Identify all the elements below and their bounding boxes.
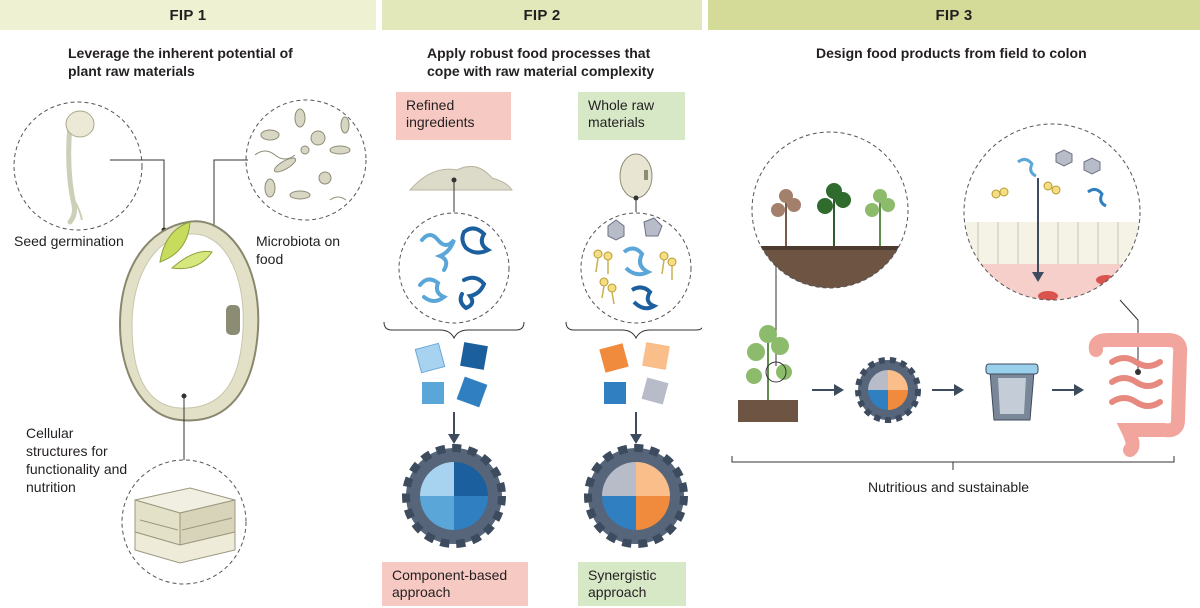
gear-orange-icon — [584, 444, 688, 548]
microbiota-icon — [254, 108, 351, 201]
intestine-icon — [1088, 333, 1188, 457]
panel-fip2: FIP 2 Apply robust food processes that c… — [382, 0, 702, 608]
bean-icon — [118, 220, 260, 422]
whole-raw-materials-box: Whole raw materials — [578, 92, 685, 140]
protein-icon — [418, 226, 493, 311]
panel-fip3: FIP 3 Design food products from field to… — [708, 0, 1200, 608]
fip1-illustration — [13, 99, 367, 585]
synergistic-box: Synergistic approach — [578, 562, 686, 606]
cellular-structure-icon — [134, 487, 236, 564]
seed-germination-label: Seed germination — [14, 233, 124, 249]
cellular-circle — [121, 459, 247, 585]
puzzle-blue-icon — [414, 342, 488, 408]
nutritious-sustainable-label: Nutritious and sustainable — [868, 479, 1030, 495]
fip1-header: FIP 1 — [0, 0, 376, 30]
leaf-icon — [159, 221, 191, 263]
hilum-icon — [226, 305, 240, 335]
fip3-illustration — [731, 123, 1188, 470]
bracket-left — [383, 321, 525, 340]
whole-matrix-icon — [593, 217, 677, 311]
puzzle-orange-icon — [599, 342, 670, 405]
plants-icon — [771, 183, 895, 246]
flour-pile-icon — [408, 165, 513, 191]
fip1-subtitle: Leverage the inherent potential of plant… — [68, 45, 293, 79]
blood-cells-icon — [978, 275, 1116, 300]
seedling-icon — [65, 110, 95, 225]
refined-protein-circle — [398, 212, 510, 324]
food-container-icon — [985, 363, 1039, 421]
seedling-circle — [13, 101, 143, 231]
fip3-header: FIP 3 — [708, 0, 1200, 30]
small-plant-icon — [738, 325, 798, 422]
gear-mixed-icon — [855, 357, 921, 423]
fip2-header: FIP 2 — [382, 0, 702, 30]
panel-fip1: FIP 1 Leverage the inherent potential of… — [0, 0, 376, 608]
field-circle — [752, 132, 908, 288]
whole-matrix-circle — [580, 212, 692, 324]
nutrient-molecules-icon — [991, 149, 1107, 208]
microbiota-circle — [245, 99, 367, 221]
microbiota-label: Microbiota on food — [256, 233, 341, 267]
component-based-box: Component-based approach — [382, 562, 528, 606]
bracket-right — [565, 321, 702, 340]
fip2-subtitle: Apply robust food processes that cope wi… — [427, 45, 655, 79]
cellular-structures-label: Cellular structures for functionality an… — [26, 425, 128, 495]
gut-circle — [964, 124, 1140, 300]
refined-ingredients-box: Refined ingredients — [396, 92, 511, 140]
gear-blue-icon — [402, 444, 506, 548]
whole-bean-icon — [619, 153, 653, 199]
fip3-subtitle: Design food products from field to colon — [816, 45, 1087, 61]
